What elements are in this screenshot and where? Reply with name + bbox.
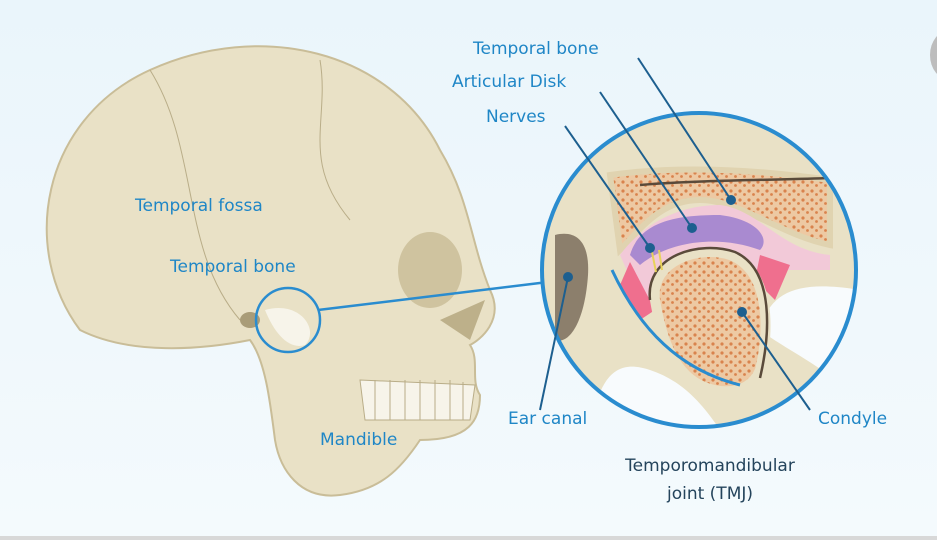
label-ear-canal: Ear canal	[508, 409, 588, 429]
label-nerves: Nerves	[486, 107, 546, 127]
joint-highlight-circle	[254, 286, 322, 354]
label-temporal-bone-detail: Temporal bone	[473, 39, 599, 59]
caption: Temporomandibular joint (TMJ)	[590, 452, 830, 508]
skull	[45, 45, 496, 497]
connector-line	[317, 280, 549, 312]
label-temporal-bone-skull: Temporal bone	[170, 257, 296, 277]
caption-line-2: joint (TMJ)	[666, 484, 754, 504]
label-articular-disk: Articular Disk	[452, 72, 567, 92]
leader-lines	[539, 57, 811, 411]
label-temporal-fossa: Temporal fossa	[135, 196, 263, 216]
caption-line-1: Temporomandibular	[625, 456, 795, 476]
label-mandible: Mandible	[320, 430, 398, 450]
tmj-detail	[540, 111, 858, 429]
label-condyle: Condyle	[818, 409, 888, 429]
overlay-button[interactable]	[930, 30, 937, 80]
bottom-divider	[0, 536, 937, 540]
